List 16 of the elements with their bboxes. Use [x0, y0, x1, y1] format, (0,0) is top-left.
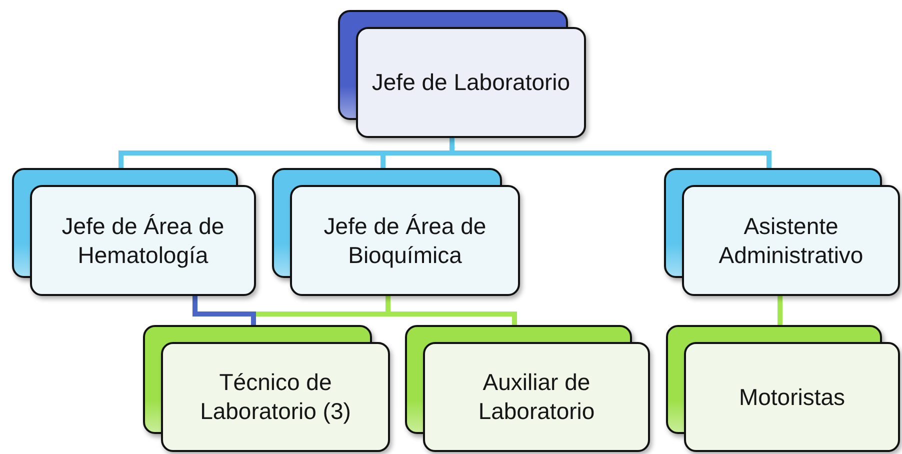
org-chart-card [666, 325, 900, 452]
org-chart-card [143, 325, 390, 452]
position-title: Auxiliar de Laboratorio [477, 368, 596, 426]
org-chart-card [405, 325, 650, 452]
position-title: Jefe de Área de Bioquímica [322, 212, 488, 270]
connector-line [778, 296, 782, 325]
org-chart-card [338, 10, 586, 138]
org-chart-card [664, 168, 900, 296]
connector-line [192, 296, 256, 325]
position-title: Motoristas [738, 382, 846, 412]
position-title: Técnico de Laboratorio (3) [199, 368, 352, 426]
position-title: Jefe de Laboratorio [372, 68, 570, 97]
position-title: Jefe de Área de Hematología [60, 212, 226, 270]
org-chart-card [272, 168, 520, 296]
position-title: Asistente Administrativo [718, 212, 864, 270]
org-chart-card [12, 168, 256, 296]
